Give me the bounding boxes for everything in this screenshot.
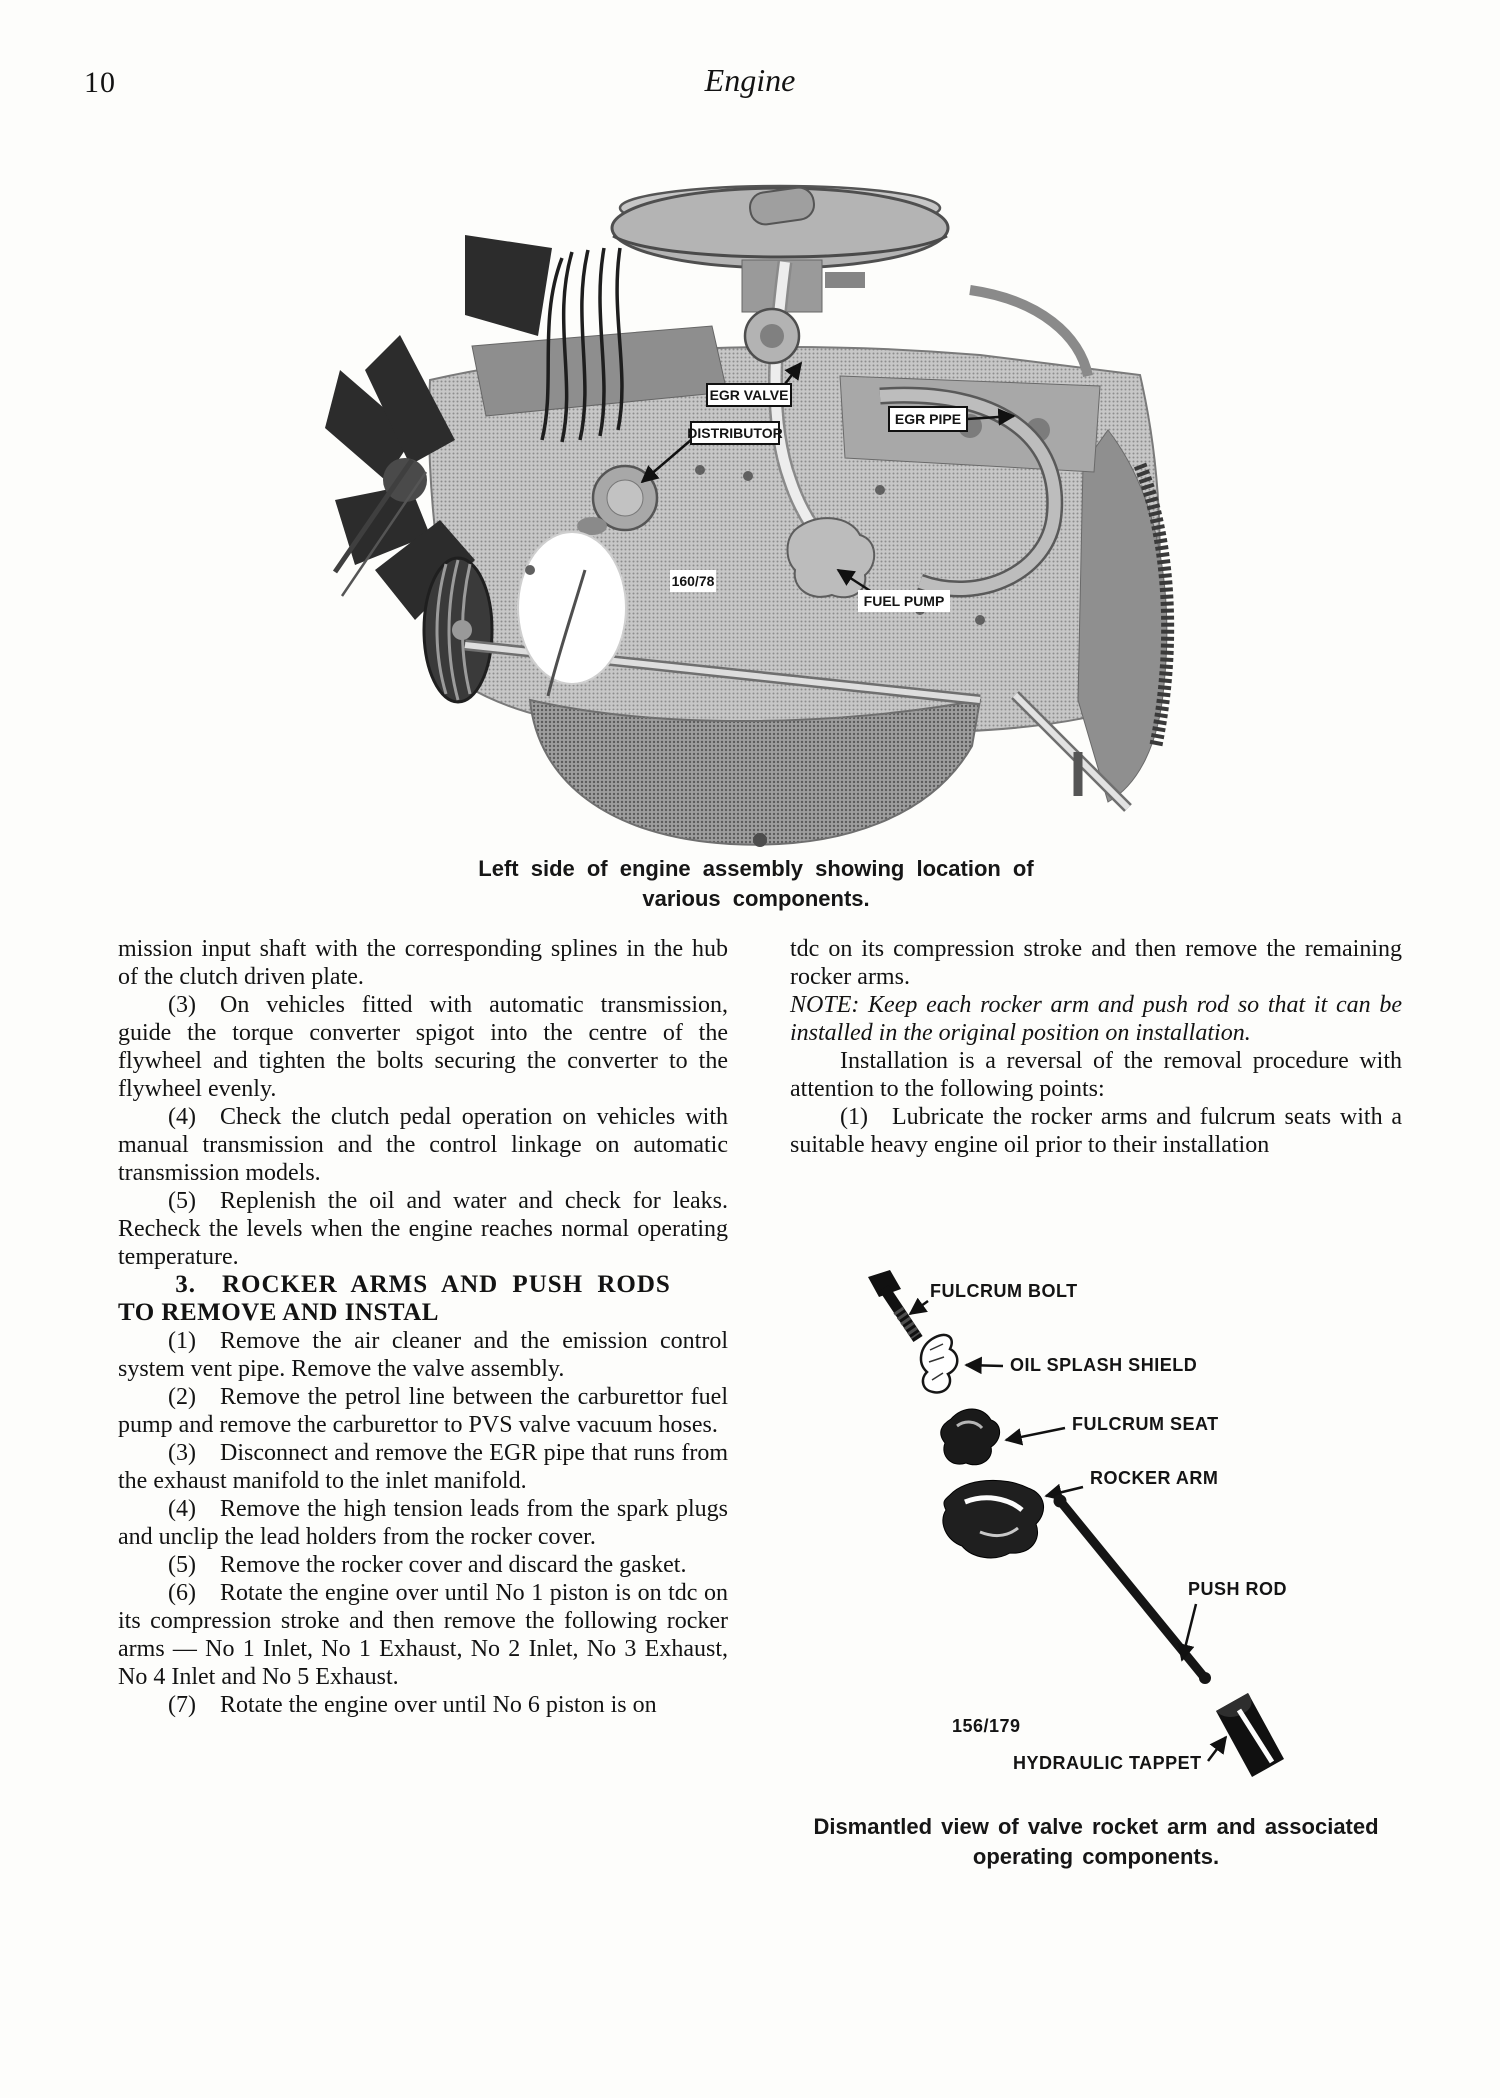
rocker-arm-label: ROCKER ARM: [1090, 1468, 1218, 1488]
spark-plug-leads: [540, 247, 624, 443]
air-cleaner-rim: [612, 234, 948, 259]
section-heading: 3. ROCKER ARMS AND PUSH RODS: [175, 1271, 671, 1298]
fan-blades: [325, 235, 552, 620]
fulcrum-bolt: [868, 1270, 923, 1343]
rocker-arm-highlight: [964, 1495, 1024, 1512]
note-paragraph: NOTE: Keep each rocker arm and push rod …: [790, 992, 1402, 1046]
paragraph: Installation is a reversal of the remova…: [790, 1048, 1402, 1102]
oil-pan: [528, 698, 982, 846]
egr-valve-label: EGR VALVE: [706, 361, 803, 407]
paragraph: (1) Lubricate the rocker arms and fulcru…: [790, 1104, 1402, 1158]
rocker-arm-part: [942, 1479, 1044, 1559]
paragraph: (2) Remove the petrol line between the c…: [118, 1384, 728, 1438]
right-column: tdc on its compression stroke and then r…: [790, 935, 1402, 1159]
fulcrum-seat-highlight: [956, 1420, 984, 1430]
egr-pipe-label: EGR PIPE: [888, 406, 1016, 432]
page-number: 10: [84, 66, 116, 99]
push-rod-label: PUSH ROD: [1188, 1579, 1287, 1599]
paragraph: tdc on its compression stroke and then r…: [790, 936, 1402, 990]
paragraph: (7) Rotate the engine over until No 6 pi…: [168, 1692, 657, 1718]
tappet-stripe: [1236, 1708, 1275, 1764]
flywheel-ring-gear: [1133, 462, 1175, 747]
paragraph: (3) Disconnect and remove the EGR pipe t…: [118, 1440, 728, 1494]
fan-strut-thin: [340, 471, 428, 597]
fulcrum-seat: [940, 1408, 1001, 1466]
block-bolts: [525, 465, 985, 625]
rocker-arm-diagram: FULCRUM BOLT OIL SPLASH SHIELD FULCRUM S…: [868, 1270, 1287, 1777]
vacuum-advance: [577, 517, 607, 535]
air-cleaner-spout: [749, 186, 815, 226]
photo-ref-label: 160/78: [670, 570, 716, 592]
push-rod-tip-bottom: [1199, 1672, 1211, 1684]
crank-pulley: [422, 556, 494, 704]
paragraph: mission input shaft with the correspondi…: [118, 936, 728, 990]
paragraph: (1) Remove the air cleaner and the emiss…: [118, 1328, 728, 1382]
oil-splash-shield: [919, 1333, 959, 1394]
egr-valve-label-text: EGR VALVE: [710, 387, 789, 403]
oil-splash-shield-label: OIL SPLASH SHIELD: [1010, 1355, 1197, 1375]
paragraph: (6) Rotate the engine over until No 1 pi…: [118, 1580, 728, 1690]
distributor-cap: [606, 479, 644, 517]
diagram-ref-text: 156/179: [952, 1716, 1021, 1736]
distributor-label: DISTRIBUTOR: [640, 421, 783, 484]
egr-pipe-label-text: EGR PIPE: [895, 411, 961, 427]
photo-ref-text: 160/78: [672, 573, 715, 589]
dipstick: [546, 569, 587, 697]
mount-bar: [1012, 692, 1131, 811]
fuel-pump-label-text: FUEL PUMP: [864, 593, 945, 609]
hydraulic-tappet-label: HYDRAULIC TAPPET: [1013, 1753, 1202, 1773]
egr-valve-center: [760, 324, 784, 348]
paragraph: (5) Replenish the oil and water and chec…: [118, 1188, 728, 1270]
distributor-label-text: DISTRIBUTOR: [687, 425, 782, 441]
page-title: Engine: [704, 62, 796, 98]
engine-photo-caption: Left side of engine assembly showing loc…: [478, 856, 1034, 911]
rocker-arm-highlight2: [979, 1526, 1019, 1537]
engine-photo-figure: EGR VALVE DISTRIBUTOR EGR PIPE 160/78 FU…: [325, 184, 1175, 847]
fulcrum-bolt-label: FULCRUM BOLT: [930, 1281, 1078, 1301]
paragraph: (4) Remove the high tension leads from t…: [118, 1496, 728, 1550]
shield-hatch: [928, 1343, 945, 1381]
paragraph: (4) Check the clutch pedal operation on …: [118, 1104, 728, 1186]
rocker-diagram-caption: Dismantled view of valve rocket arm and …: [813, 1814, 1379, 1869]
carburettor-linkage: [825, 272, 865, 288]
fan-hub: [383, 458, 427, 502]
left-column: mission input shaft with the correspondi…: [118, 935, 728, 1719]
fan-strut: [332, 458, 415, 574]
paragraph: (3) On vehicles fitted with automatic tr…: [118, 992, 728, 1102]
push-rod-part: [1056, 1497, 1209, 1682]
heater-hose: [969, 285, 1093, 378]
egr-pipe-body: [879, 389, 1061, 595]
drain-plug: [753, 833, 767, 847]
paragraph: (5) Remove the rocker cover and discard …: [168, 1552, 687, 1578]
fulcrum-seat-label: FULCRUM SEAT: [1072, 1414, 1219, 1434]
fuel-pump-label: FUEL PUMP: [836, 568, 950, 612]
tappet-top-face: [1216, 1693, 1252, 1717]
subsection-heading: TO REMOVE AND INSTAL: [118, 1299, 439, 1326]
